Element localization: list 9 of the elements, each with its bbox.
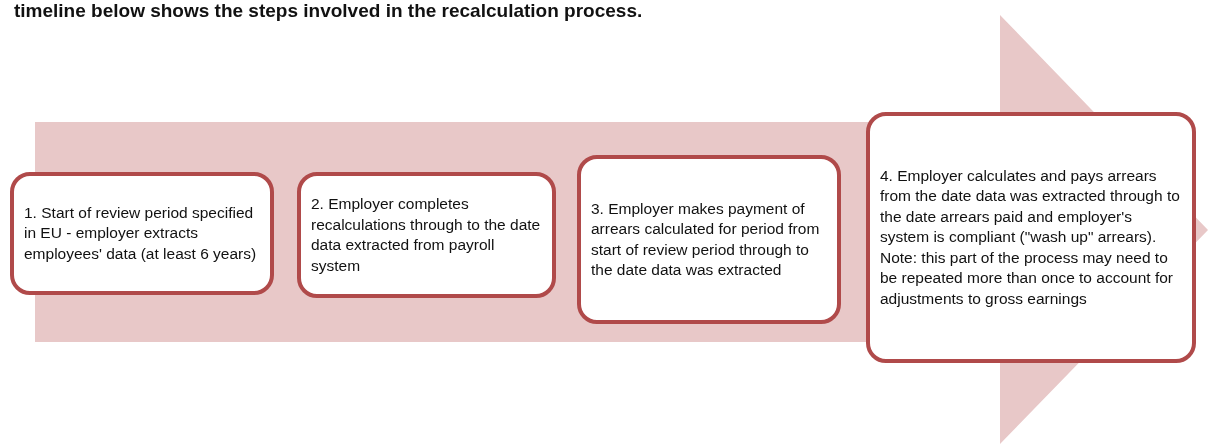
step-box (866, 112, 1196, 363)
step-text: 3. Employer makes payment of arrears calculated for period from start of review period through to the date data was extracted (591, 198, 821, 280)
step-text: 2. Employer completes recalculations through to the date data extracted from payroll system (311, 194, 542, 276)
step-box (577, 155, 841, 324)
intro-text: timeline below shows the steps involved in the recalculation process. (14, 0, 643, 22)
step-box (10, 172, 274, 295)
step-text: 1. Start of review period specified in EU - employer extracts employees' data (at least 6 years) (24, 202, 258, 264)
step-box (297, 172, 556, 298)
step-text: 4. Employer calculates and pays arrears from the date data was extracted through to the date arrears paid and employer's system is compliant ("wash up" arrears). Note: this part of the process may need to be repeated more than once to account for adjustments to gross earnings (880, 165, 1181, 309)
